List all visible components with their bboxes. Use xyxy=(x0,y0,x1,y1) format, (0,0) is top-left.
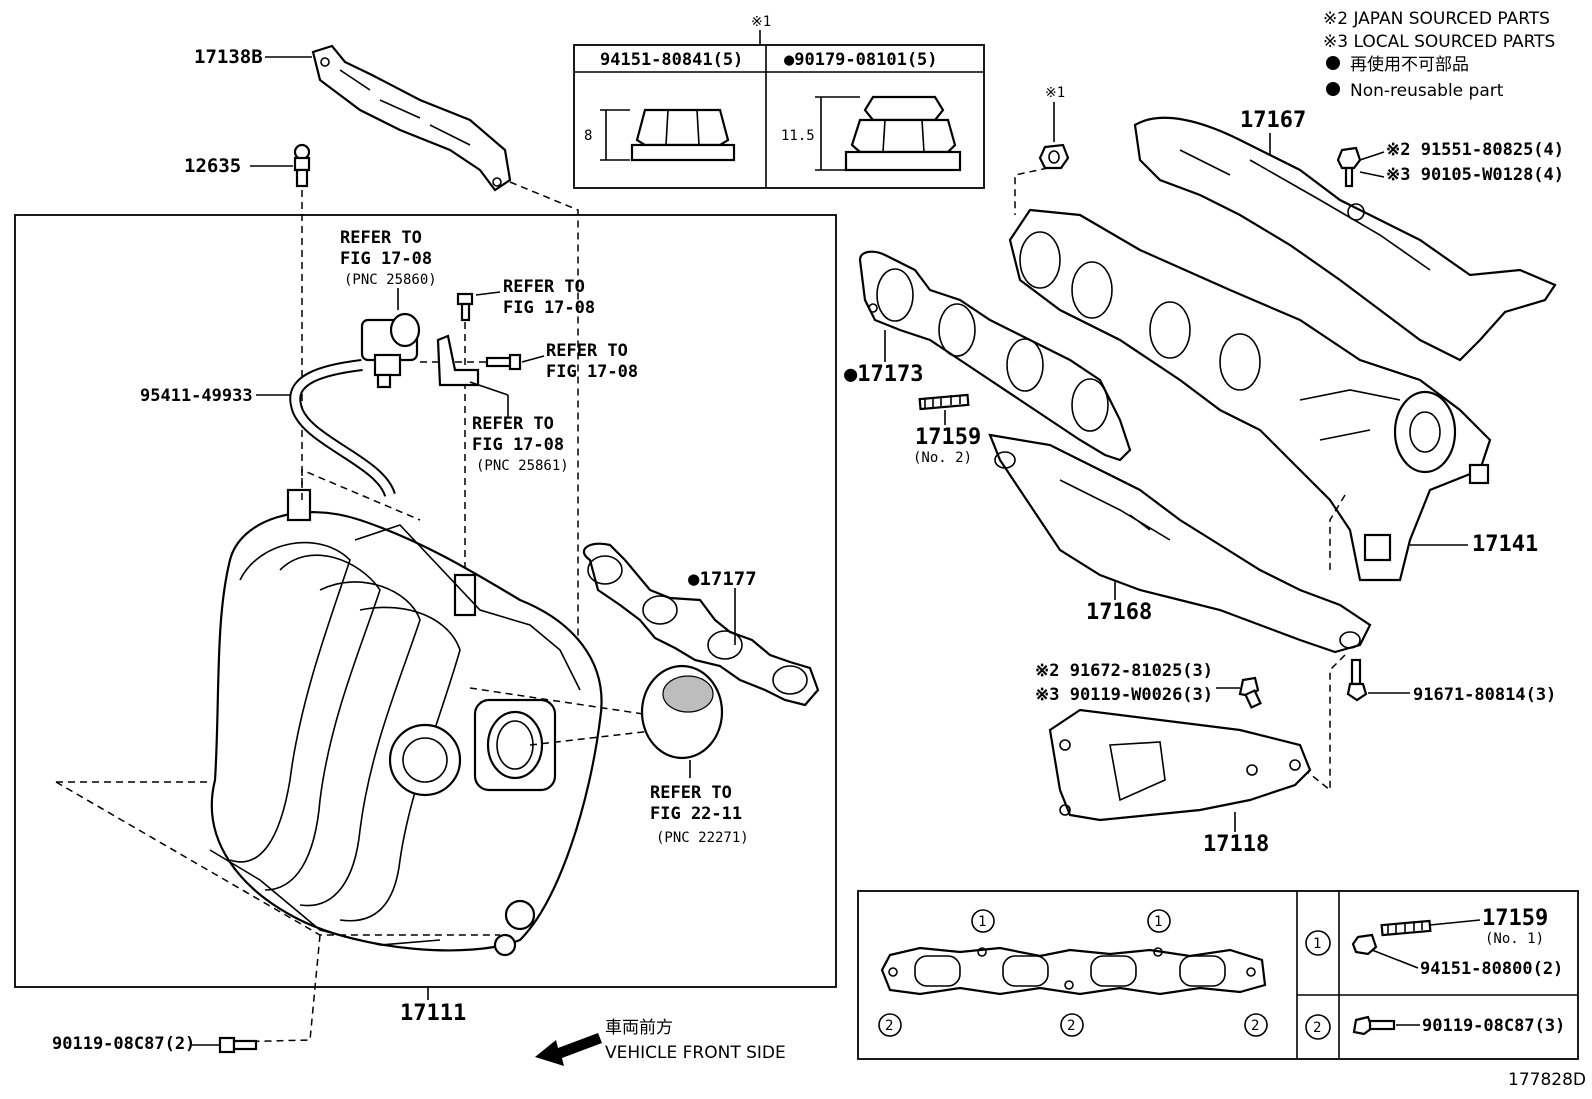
bullet-icon xyxy=(1326,82,1340,96)
label-17167: 17167 xyxy=(1240,108,1306,133)
label-17111: 17111 xyxy=(400,1001,466,1026)
inset-callout-1a: 1 xyxy=(978,914,986,930)
refer-c-line2: FIG 17-08 xyxy=(546,362,638,382)
bolt-91671 xyxy=(1346,658,1368,702)
exhaust-gasket-17173 xyxy=(858,250,1132,462)
label-90105: ※3 90105-W0128(4) xyxy=(1386,165,1564,185)
heat-insulator-17168 xyxy=(988,433,1372,654)
refer-b-line1: REFER TO xyxy=(503,277,585,297)
bracket-17138B xyxy=(311,44,512,192)
bolt-90119 xyxy=(218,1036,258,1054)
vsv-valve xyxy=(360,312,421,389)
bolt-horizontal xyxy=(485,353,522,371)
label-94151: 94151-80800(2) xyxy=(1420,959,1563,979)
label-95411: 95411-49933 xyxy=(140,386,253,406)
vsv-bracket xyxy=(436,334,480,387)
label-17173: ●17173 xyxy=(844,362,923,387)
label-91671: 91671-80814(3) xyxy=(1413,685,1556,705)
manifold-stay-17118 xyxy=(1048,708,1312,822)
refer-d-line3: (PNC 25861) xyxy=(476,458,569,474)
exhaust-manifold-17141 xyxy=(1008,208,1492,582)
label-90119-08C87: 90119-08C87(2) xyxy=(52,1034,195,1054)
flange-nut-small xyxy=(1038,143,1070,170)
refer-d-line1: REFER TO xyxy=(472,414,554,434)
label-17159-no1-sub: (No. 1) xyxy=(1485,931,1544,947)
inset-callout-1b: 1 xyxy=(1154,914,1162,930)
bolt-91672 xyxy=(1238,676,1262,709)
refer-b-line2: FIG 17-08 xyxy=(503,298,595,318)
label-17177: ●17177 xyxy=(688,568,757,590)
bullet-icon xyxy=(1326,56,1340,70)
nut-table-mark: ※1 xyxy=(751,14,771,30)
label-91551: ※2 91551-80825(4) xyxy=(1386,140,1564,160)
label-12635: 12635 xyxy=(184,155,241,177)
label-17159-no2: 17159 xyxy=(915,425,981,450)
nut-col2-dim: 11.5 xyxy=(781,128,815,144)
nut-col2-header: ●90179-08101(5) xyxy=(784,50,938,70)
label-90119-W0026: ※3 90119-W0026(3) xyxy=(1035,685,1213,705)
inset-key-2: 2 xyxy=(1313,1020,1321,1036)
refer-e-line1: REFER TO xyxy=(650,783,732,803)
label-17138B: 17138B xyxy=(194,46,263,68)
diagram-id: 177828D xyxy=(1508,1070,1586,1090)
refer-e-line2: FIG 22-11 xyxy=(650,804,742,824)
nut-table: ※1 94151-80841(5) ●90179-08101(5) 8 xyxy=(573,14,985,189)
vacuum-hose xyxy=(291,361,394,497)
gasket-inset: 1 1 2 2 2 1 2 17159 (No. 1) 94151-80800(… xyxy=(857,890,1579,1060)
inset-key-1: 1 xyxy=(1313,936,1321,952)
mark-1: ※1 xyxy=(1045,85,1065,101)
refer-a-line1: REFER TO xyxy=(340,228,422,248)
refer-e-line3: (PNC 22271) xyxy=(656,830,749,846)
intake-manifold xyxy=(209,488,603,957)
inset-callout-2b: 2 xyxy=(1067,1018,1075,1034)
intake-assembly-frame xyxy=(14,214,837,988)
label-17118: 17118 xyxy=(1203,832,1269,857)
stud-17159-no1 xyxy=(1351,919,1432,956)
heat-insulator-17167 xyxy=(1133,116,1557,362)
refer-a-line2: FIG 17-08 xyxy=(340,249,432,269)
refer-d-line2: FIG 17-08 xyxy=(472,435,564,455)
note-local-sourced: ※3 LOCAL SOURCED PARTS xyxy=(1323,32,1555,52)
note-nonreusable-en: Non-reusable part xyxy=(1350,81,1504,101)
label-91672: ※2 91672-81025(3) xyxy=(1035,661,1213,681)
bolt-small xyxy=(456,292,474,322)
flange-nut-icon xyxy=(815,95,962,172)
inset-callout-2c: 2 xyxy=(1251,1018,1259,1034)
vehicle-front-arrow-icon xyxy=(535,1033,602,1066)
bolt-91551 xyxy=(1336,146,1362,188)
label-17141: 17141 xyxy=(1472,532,1538,557)
label-90119-08C87-3: 90119-08C87(3) xyxy=(1422,1016,1565,1036)
vehicle-front-en: VEHICLE FRONT SIDE xyxy=(605,1043,786,1063)
nut-col1-dim: 8 xyxy=(584,128,592,144)
inset-callout-2a: 2 xyxy=(885,1018,893,1034)
legend-notes: ※2 JAPAN SOURCED PARTS ※3 LOCAL SOURCED … xyxy=(1323,9,1555,101)
refer-c-line1: REFER TO xyxy=(546,341,628,361)
vehicle-front-jp: 車両前方 xyxy=(605,1018,673,1038)
flange-nut-icon xyxy=(600,108,736,162)
stud-12635 xyxy=(293,143,311,188)
refer-a-line3: (PNC 25860) xyxy=(344,272,437,288)
intake-gasket-17177 xyxy=(582,542,820,707)
label-17159-no1: 17159 xyxy=(1482,906,1548,931)
nut-col1-header: 94151-80841(5) xyxy=(600,50,743,70)
note-japan-sourced: ※2 JAPAN SOURCED PARTS xyxy=(1323,9,1550,29)
label-17168: 17168 xyxy=(1086,600,1152,625)
throttle-gasket xyxy=(640,664,724,760)
label-17159-no2-sub: (No. 2) xyxy=(913,450,972,466)
note-nonreusable-jp: 再使用不可部品 xyxy=(1350,54,1469,75)
bolt-90119-08C87 xyxy=(1352,1015,1396,1036)
stud-17159-no2 xyxy=(918,393,970,411)
